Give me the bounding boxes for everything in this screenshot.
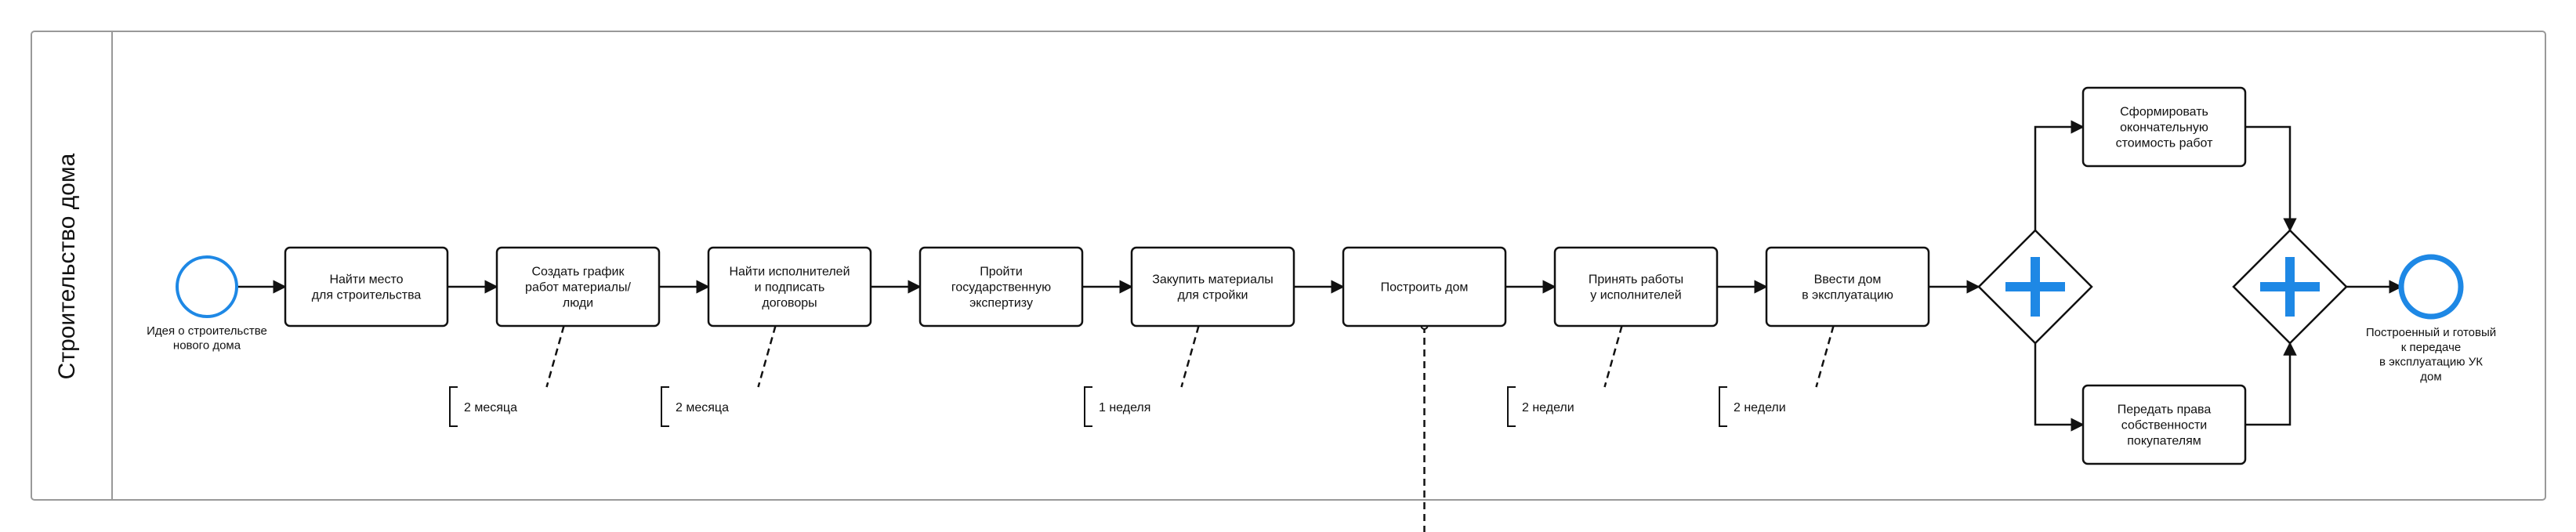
end-event-label: в эксплуатацию УК (2379, 356, 2483, 369)
task-box[interactable] (284, 246, 449, 328)
task-box[interactable] (707, 246, 872, 328)
task-label: Ввести дом (1814, 273, 1882, 287)
annotation-t7: 2 недели (1507, 325, 1623, 427)
task-label: Закупить материалы (1152, 273, 1274, 287)
task-t3[interactable]: Найти исполнителей и подписать договоры (707, 246, 872, 328)
task-label: Найти место (329, 273, 403, 287)
task-label: Принять работы (1589, 273, 1683, 287)
annotation-text: 1 неделя (1099, 401, 1150, 414)
annotation-bracket (661, 386, 669, 427)
sequence-flows (237, 120, 2403, 432)
association-line (1603, 325, 1623, 388)
task-label: Найти исполнителей (729, 266, 850, 279)
annotation-t3: 2 месяца (661, 325, 777, 427)
task-label: работ материалы/ (525, 281, 631, 295)
pool-border (31, 31, 2546, 501)
association-line (1180, 325, 1200, 388)
task-label: Создать график (532, 266, 625, 279)
task-t8[interactable]: Ввести дом в эксплуатацию (1765, 246, 1930, 328)
task-t1[interactable]: Найти место для строительства (284, 246, 449, 328)
task-label: и подписать (755, 281, 825, 295)
task-label: экспертизу (969, 297, 1033, 310)
task-label: Построить дом (1381, 281, 1469, 295)
annotation-bracket (449, 386, 458, 427)
task-label: в эксплуатацию (1802, 289, 1893, 302)
task-t2[interactable]: Создать график работ материалы/люди (495, 246, 661, 328)
end-event-label: дом (2420, 370, 2441, 383)
pool-title: Строительство дома (54, 153, 80, 379)
end-event[interactable]: Построенный и готовый к передаче в эксплуа… (2366, 254, 2496, 383)
task-box[interactable] (2081, 86, 2247, 168)
annotation-text: 2 месяца (676, 401, 729, 414)
task-label: государственную (951, 281, 1051, 295)
start-event-label: нового дома (173, 339, 241, 353)
task-t10[interactable]: Передать права собственности покупателям (2081, 384, 2247, 465)
annotation-bracket (1719, 386, 1727, 427)
task-t6[interactable]: Построить дом (1342, 246, 1507, 328)
association-line (757, 325, 777, 388)
task-t4[interactable]: Пройти государственную экспертизу (918, 246, 1084, 328)
task-label: собственности (2121, 419, 2207, 432)
task-label: Передать права (2118, 404, 2212, 417)
task-label: люди (563, 297, 593, 310)
task-box[interactable] (1553, 246, 1719, 328)
flow-t9-g2 (2245, 125, 2297, 232)
task-box[interactable] (1765, 246, 1930, 328)
task-label: Пройти (980, 266, 1023, 279)
flow-g1-t10 (2034, 343, 2085, 432)
task-box[interactable] (918, 246, 1084, 328)
task-t5[interactable]: Закупить материалы для стройки (1130, 246, 1295, 328)
annotations: 2 месяца 2 месяца 1 неделя 2 недели 2 недели (449, 322, 1835, 532)
annotation-text: 2 месяца (464, 401, 517, 414)
task-label: для строительства (312, 289, 422, 302)
start-event-circle[interactable] (176, 255, 238, 318)
task-label: у исполнителей (1590, 289, 1681, 302)
task-label: договоры (762, 297, 817, 310)
end-event-circle[interactable] (2398, 254, 2464, 320)
task-label: стоимость работ (2116, 137, 2214, 150)
association-line (1815, 325, 1835, 388)
task-label: для стройки (1178, 289, 1248, 302)
gateway-g2[interactable] (2232, 229, 2348, 345)
annotation-bracket (1084, 386, 1092, 427)
annotation-text: 2 недели (1734, 401, 1786, 414)
end-event-label: к передаче (2401, 341, 2461, 354)
task-t9[interactable]: Сформировать окончательную стоимость работ (2081, 86, 2247, 168)
task-t7[interactable]: Принять работы у исполнителей (1553, 246, 1719, 328)
task-label: окончательную (2120, 121, 2208, 135)
task-box[interactable] (2081, 384, 2247, 465)
task-label: Сформировать (2120, 106, 2208, 119)
start-event-label: Идея о строительстве (147, 324, 267, 338)
flow-t10-g2 (2245, 342, 2297, 426)
flow-g1-t9 (2034, 120, 2085, 230)
annotation-t5: 1 неделя (1084, 325, 1200, 427)
task-box[interactable] (1130, 246, 1295, 328)
gateway-g1[interactable] (1977, 229, 2093, 345)
annotation-text: 2 недели (1522, 401, 1574, 414)
task-label: покупателям (2127, 435, 2201, 448)
parallel-plus-icon (2005, 257, 2065, 317)
task-box[interactable] (495, 246, 661, 328)
end-event-label: Построенный и готовый (2366, 326, 2496, 339)
annotation-t2: 2 месяца (449, 325, 565, 427)
flow-nodes: Найти место для строительства Создать граф… (147, 86, 2496, 465)
association-line (545, 325, 565, 388)
annotation-bracket (1507, 386, 1516, 427)
annotation-t8: 2 недели (1719, 325, 1835, 427)
parallel-plus-icon (2260, 257, 2320, 317)
task-box[interactable] (1342, 246, 1507, 328)
